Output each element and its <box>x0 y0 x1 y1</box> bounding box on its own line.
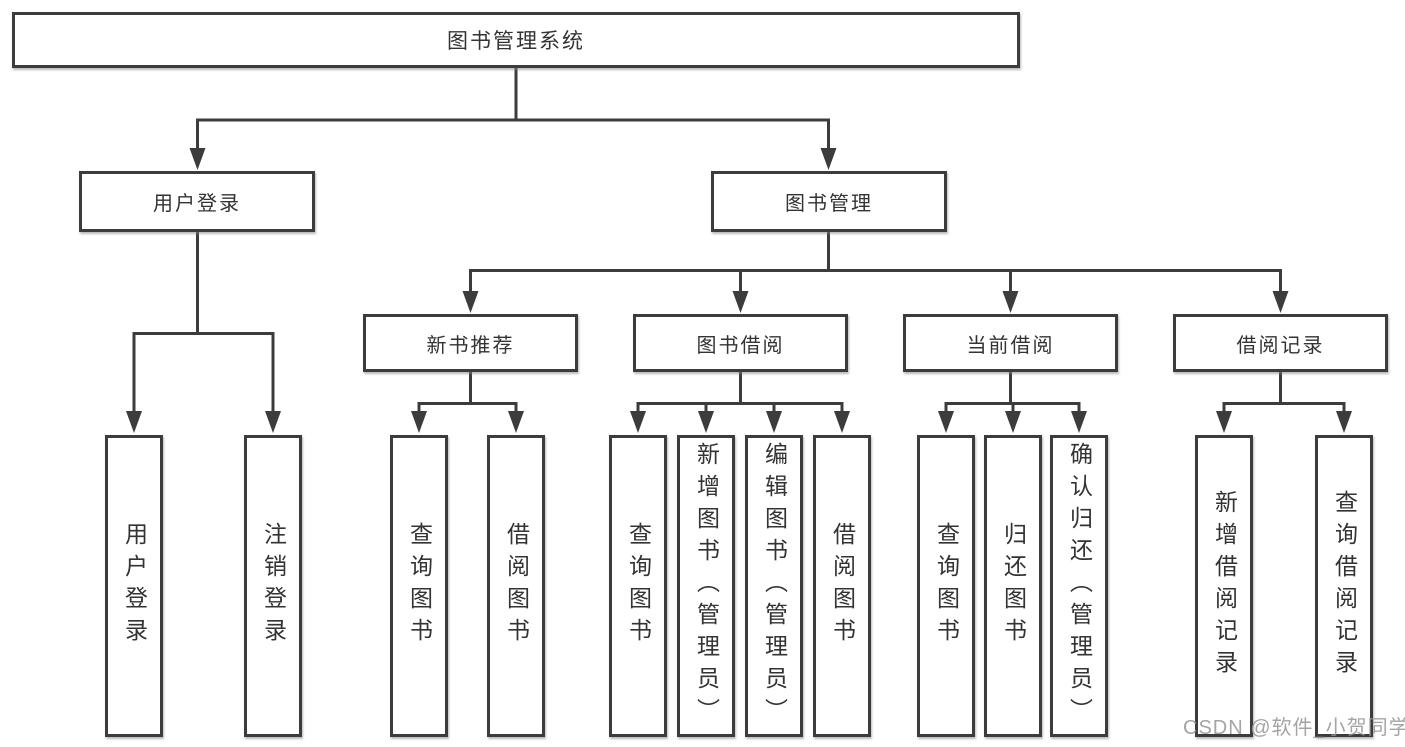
connector-root-to-level1 <box>196 68 830 150</box>
node-user-login-label: 用户登录 <box>153 193 241 215</box>
leaf-query-borrow-record-label: 查询借阅记录 <box>1331 490 1358 682</box>
leaf-logout-label: 注销登录 <box>260 522 287 650</box>
arrow-down-icon <box>1002 291 1019 313</box>
node-root-label: 图书管理系统 <box>447 30 585 53</box>
arrow-down-icon <box>126 411 142 433</box>
leaf-query-books-3: 查询图书 <box>917 435 975 737</box>
node-book-management: 图书管理 <box>711 171 947 232</box>
connector-borrowrecord-to-leaves <box>1222 372 1346 412</box>
arrow-down-icon <box>1005 411 1021 433</box>
arrow-down-icon <box>820 148 837 170</box>
arrow-down-icon <box>1272 291 1289 313</box>
csdn-watermark: CSDN @软件_小贺同学 <box>1183 717 1405 739</box>
arrow-down-icon <box>1336 411 1352 433</box>
leaf-borrow-books-2-label: 借阅图书 <box>829 522 856 650</box>
arrow-down-icon <box>1071 411 1087 433</box>
node-borrowing-records-label: 借阅记录 <box>1236 334 1325 357</box>
leaf-user-login: 用户登录 <box>105 435 163 737</box>
leaf-query-books-1-label: 查询图书 <box>406 522 433 650</box>
node-root: 图书管理系统 <box>12 12 1020 68</box>
arrow-down-icon <box>698 411 714 433</box>
arrow-down-icon <box>1216 411 1232 433</box>
arrow-down-icon <box>938 411 954 433</box>
arrow-down-icon <box>411 411 427 433</box>
leaf-query-borrow-record: 查询借阅记录 <box>1315 435 1373 737</box>
leaf-return-books-label: 归还图书 <box>1000 522 1027 650</box>
node-new-book-recommendation-label: 新书推荐 <box>426 334 515 357</box>
node-book-borrowing: 图书借阅 <box>633 314 848 372</box>
connector-bookmgmt-to-level2 <box>469 232 1282 293</box>
leaf-edit-books-admin: 编辑图书（管理员） <box>745 435 803 737</box>
arrow-down-icon <box>508 411 524 433</box>
node-book-management-label: 图书管理 <box>785 193 873 215</box>
arrow-down-icon <box>189 148 206 170</box>
leaf-query-books-2: 查询图书 <box>609 435 667 737</box>
node-user-login: 用户登录 <box>79 171 315 232</box>
leaf-query-books-2-label: 查询图书 <box>625 522 652 650</box>
arrowheads <box>126 148 1352 433</box>
leaf-add-books-admin: 新增图书（管理员） <box>677 435 735 737</box>
connector-userlogin-to-leaves <box>132 232 275 412</box>
arrow-down-icon <box>630 411 646 433</box>
leaf-add-borrow-record-label: 新增借阅记录 <box>1211 490 1238 682</box>
leaf-borrow-books-1-label: 借阅图书 <box>503 522 530 650</box>
leaf-return-books: 归还图书 <box>984 435 1042 737</box>
leaf-borrow-books-2: 借阅图书 <box>813 435 871 737</box>
leaf-confirm-return-admin-label: 确认归还（管理员） <box>1066 442 1093 730</box>
arrow-down-icon <box>462 291 479 313</box>
leaf-borrow-books-1: 借阅图书 <box>487 435 545 737</box>
arrow-down-icon <box>732 291 749 313</box>
node-current-borrowing: 当前借阅 <box>903 314 1118 372</box>
node-current-borrowing-label: 当前借阅 <box>966 334 1055 357</box>
leaf-query-books-3-label: 查询图书 <box>933 522 960 650</box>
leaf-confirm-return-admin: 确认归还（管理员） <box>1050 435 1108 737</box>
leaf-add-borrow-record: 新增借阅记录 <box>1195 435 1253 737</box>
leaf-logout: 注销登录 <box>244 435 302 737</box>
leaf-edit-books-admin-label: 编辑图书（管理员） <box>761 442 788 730</box>
arrow-down-icon <box>265 411 281 433</box>
leaf-user-login-label: 用户登录 <box>121 522 148 650</box>
node-borrowing-records: 借阅记录 <box>1173 314 1388 372</box>
leaf-query-books-1: 查询图书 <box>390 435 448 737</box>
node-new-book-recommendation: 新书推荐 <box>363 314 578 372</box>
arrow-down-icon <box>766 411 782 433</box>
node-book-borrowing-label: 图书借阅 <box>696 334 785 357</box>
leaf-add-books-admin-label: 新增图书（管理员） <box>693 442 720 730</box>
connector-bookborrow-to-leaves <box>636 372 844 412</box>
arrow-down-icon <box>834 411 850 433</box>
connector-newbookrec-to-leaves <box>417 372 518 412</box>
connector-currentborrow-to-leaves <box>944 372 1081 412</box>
